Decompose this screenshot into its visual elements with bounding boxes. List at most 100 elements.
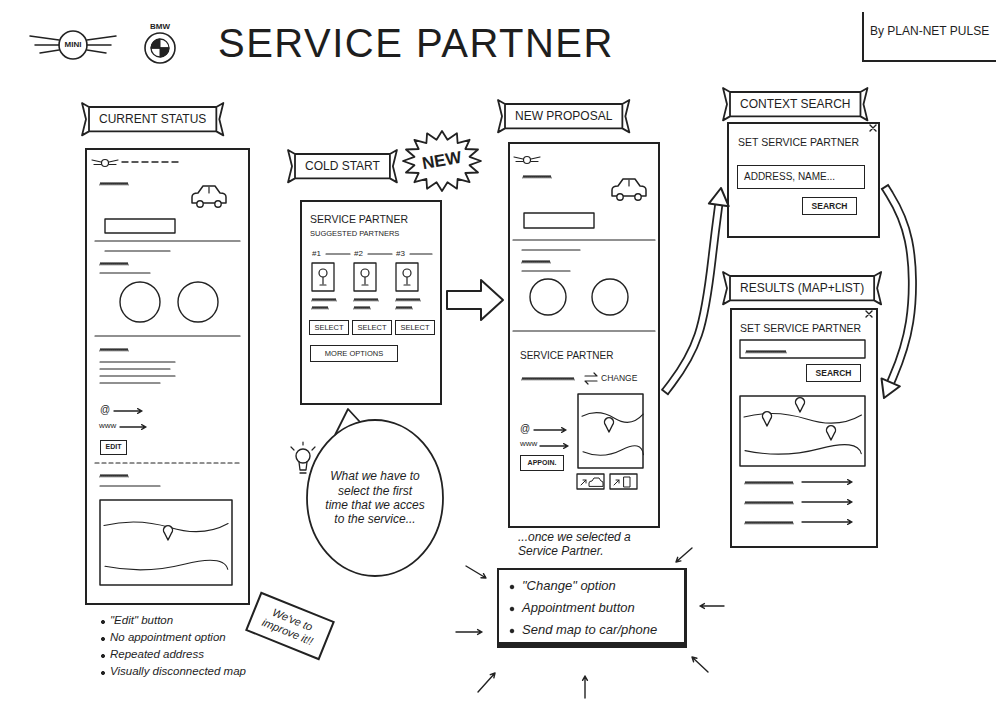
- bmw-logo-quarter: [151, 39, 160, 48]
- credit-box: By PLAN-NET PULSE: [862, 12, 996, 62]
- banner-ribbon: [723, 88, 867, 120]
- map-road: [105, 560, 228, 570]
- credit-text: By PLAN-NET PULSE: [870, 24, 989, 38]
- button-label: SEARCH: [816, 368, 852, 378]
- arrow-band-outline: [885, 187, 912, 387]
- input-field: [105, 219, 175, 233]
- button-label: SELECT: [357, 323, 386, 332]
- search-panel: CONTEXT SEARCHSET SERVICE PARTNERADDRESS…: [727, 122, 880, 238]
- button: SELECT: [352, 320, 392, 335]
- button: MORE OPTIONS: [310, 345, 398, 362]
- bullet: [101, 671, 104, 674]
- list-arrow: [802, 480, 852, 485]
- bubble-tail: [335, 409, 360, 435]
- car-icon: [612, 179, 646, 196]
- scribble-text: [100, 183, 128, 186]
- scribble-text: [100, 475, 128, 478]
- arrow-tail: [881, 185, 889, 190]
- map-frame: [100, 500, 232, 585]
- pointer-arrow: [700, 604, 724, 609]
- bmw-logo-ring: [145, 33, 175, 63]
- input-field: ADDRESS, NAME...: [737, 165, 865, 189]
- link-arrow: [120, 425, 146, 430]
- send-icon: [581, 480, 586, 485]
- divider: [95, 335, 240, 336]
- block-arrow: [447, 280, 503, 320]
- wireframe-screen: NEW PROPOSALSERVICE PARTNERCHANGEAPPOIN.: [508, 142, 660, 528]
- button: APPOIN.: [520, 455, 564, 471]
- map-pin: [795, 398, 804, 412]
- scribble-text: [100, 349, 128, 352]
- banner-ribbon: [498, 100, 629, 132]
- bubble-shape: [307, 420, 443, 576]
- bulb-stem: [364, 277, 365, 284]
- map-pin: [164, 526, 173, 540]
- bulb-base: [404, 284, 410, 285]
- map-pin: [605, 418, 614, 432]
- note: Visually disconnected map: [110, 665, 246, 679]
- button-label: APPOIN.: [528, 459, 557, 467]
- rank-number: #2: [354, 249, 363, 259]
- change-link: CHANGE: [601, 373, 637, 383]
- rank-number: #3: [396, 249, 405, 259]
- map-road: [744, 413, 862, 423]
- arrow-head: [709, 188, 729, 206]
- logo-text: MINI: [65, 40, 82, 50]
- image-circle: [592, 279, 628, 315]
- car-window: [208, 187, 209, 193]
- scribble-text: [745, 502, 793, 505]
- link-arrow: [540, 444, 568, 449]
- text-line: [100, 361, 175, 362]
- panel-subtitle: SUGGESTED PARTNERS: [310, 229, 399, 238]
- close-icon: [866, 311, 872, 317]
- rank-number: #1: [312, 249, 321, 259]
- speech-bubble: What we have to select the first time th…: [305, 418, 445, 578]
- section-heading: CONTEXT SEARCH: [730, 92, 860, 116]
- button: SELECT: [395, 320, 435, 335]
- scribble-text: [100, 263, 128, 266]
- link-arrow: [114, 409, 142, 414]
- bulb-base: [320, 284, 326, 285]
- idea-bulb-rays: [291, 442, 315, 450]
- scribble-text: [522, 378, 574, 381]
- bulb-icon: [403, 269, 411, 277]
- button: SEARCH: [806, 364, 861, 382]
- bulb-stem: [322, 277, 323, 284]
- partner-tile: [312, 263, 334, 291]
- arrow-head: [882, 378, 900, 398]
- wireframe-panel: COLD STARTSERVICE PARTNERSUGGESTED PARTN…: [300, 200, 442, 405]
- banner-ribbon: [288, 150, 397, 182]
- bmw-logo-inner: [151, 39, 169, 57]
- phone-icon: [624, 477, 630, 487]
- pointer-arrow: [478, 673, 495, 692]
- pointer-arrow: [456, 630, 482, 635]
- section-title: SERVICE PARTNER: [520, 350, 613, 362]
- badge-text: NEW: [421, 148, 464, 175]
- bullet: [510, 607, 514, 611]
- note: ...once we selected a Service Partner.: [518, 530, 652, 559]
- note: Repeated address: [110, 648, 204, 662]
- pointer-arrow: [676, 548, 692, 562]
- scribble-text: [312, 299, 336, 302]
- text-line: [100, 272, 150, 273]
- car-wheel: [635, 194, 641, 200]
- image-circle: [178, 282, 218, 322]
- mini-logo-ring: [59, 31, 87, 59]
- bullet: [101, 620, 104, 623]
- summary-box: "Change" optionAppointment buttonSend ma…: [497, 568, 687, 648]
- bmw-logo-quarter: [160, 48, 169, 57]
- image-circle: [120, 282, 160, 322]
- sign-text: We've to improve it!!: [254, 601, 327, 651]
- idea-bulb: [296, 449, 310, 463]
- car-window: [628, 180, 629, 186]
- input-placeholder: ADDRESS, NAME...: [744, 171, 835, 183]
- pointer-arrow: [466, 566, 486, 578]
- divider: [513, 330, 655, 331]
- list-item: Send map to car/phone: [522, 622, 657, 638]
- bulb-base: [362, 284, 368, 285]
- section-heading: COLD START: [295, 154, 390, 178]
- map-pin: [827, 426, 836, 440]
- panel-title: SET SERVICE PARTNER: [740, 322, 861, 335]
- button-label: SELECT: [400, 323, 429, 332]
